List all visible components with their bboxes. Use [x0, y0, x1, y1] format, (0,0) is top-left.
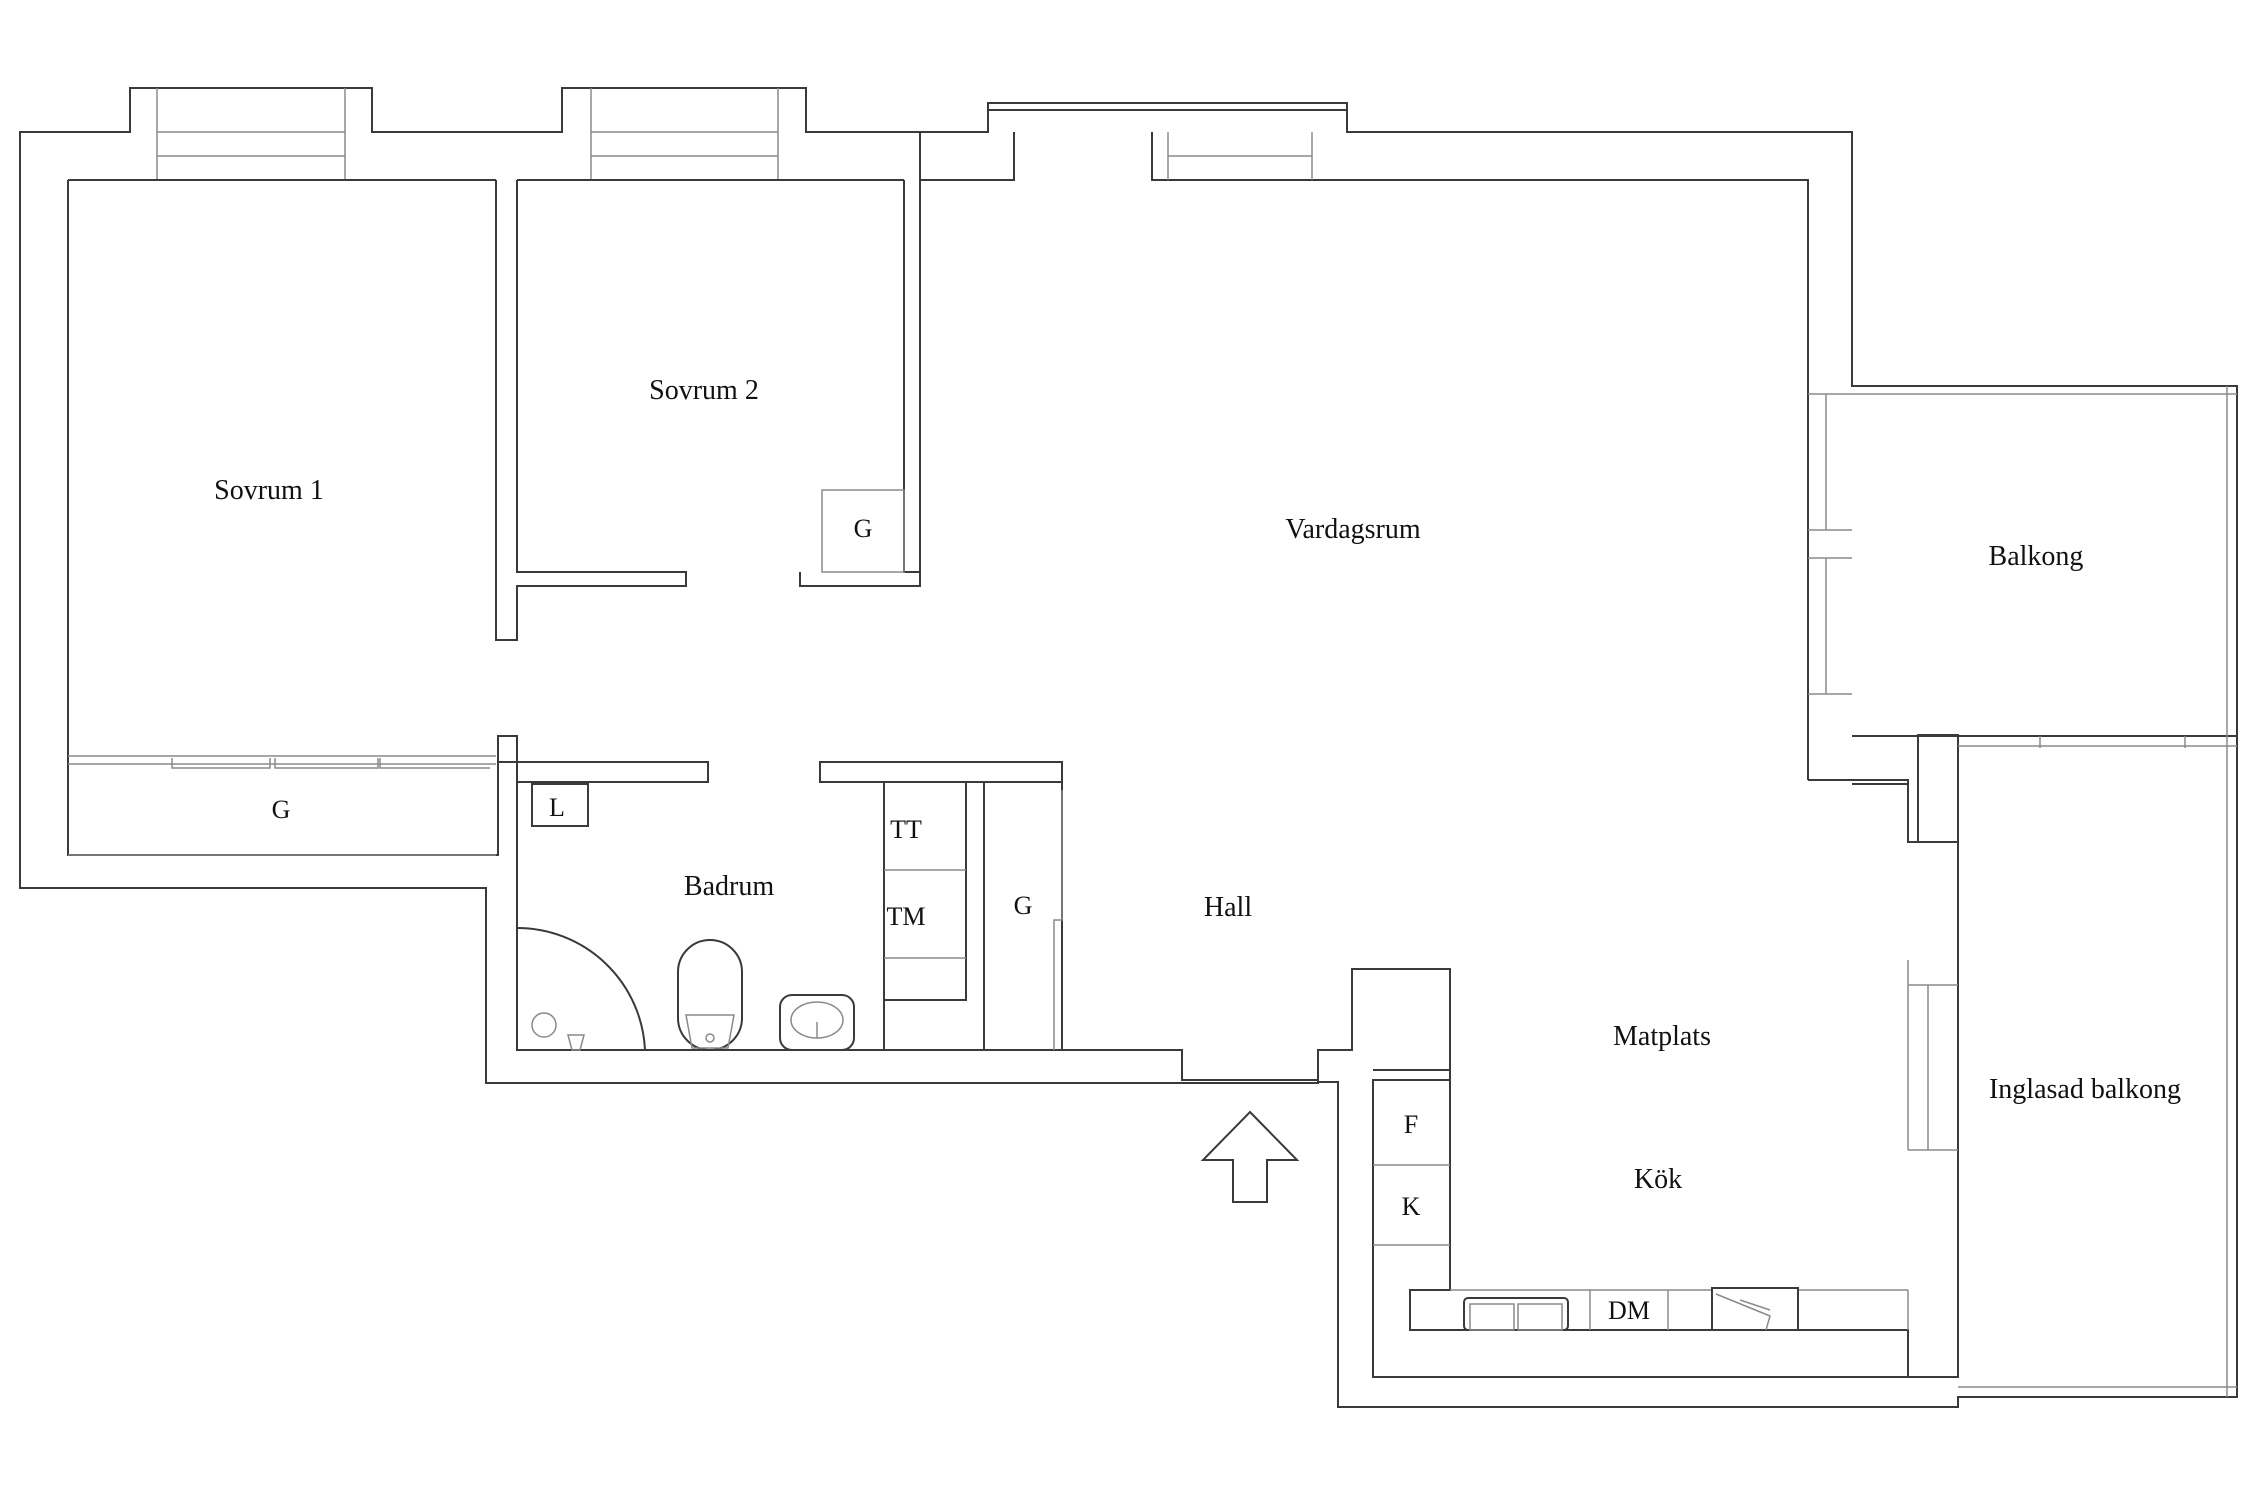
label-tt: TT	[890, 815, 922, 844]
label-vardagsrum: Vardagsrum	[1285, 514, 1421, 545]
label-f: F	[1404, 1110, 1418, 1139]
label-sovrum-1: Sovrum 1	[214, 475, 324, 506]
label-g-sovrum1: G	[272, 795, 291, 824]
kitchen-sink-icon	[1463, 1297, 1569, 1331]
label-g-hall: G	[1014, 891, 1033, 920]
label-kok: Kök	[1634, 1164, 1682, 1195]
shower-arc	[516, 926, 646, 1051]
drain-icon	[531, 1012, 557, 1038]
label-matplats: Matplats	[1613, 1021, 1711, 1052]
toilet-icon	[677, 939, 743, 1051]
label-k: K	[1402, 1192, 1421, 1221]
label-balkong: Balkong	[1989, 541, 2084, 572]
sink-icon	[779, 994, 855, 1051]
label-sovrum-2: Sovrum 2	[649, 375, 759, 406]
outer-walls	[19, 87, 2238, 1408]
label-hall: Hall	[1204, 892, 1252, 923]
label-dm: DM	[1608, 1296, 1650, 1325]
bathroom-fixtures	[516, 783, 855, 1051]
shower-tap-icon	[567, 1034, 585, 1051]
kitchen-fixtures	[1463, 1287, 1799, 1331]
stove-icon	[1711, 1287, 1799, 1331]
label-tm: TM	[887, 902, 926, 931]
entrance-arrow-icon	[1200, 1110, 1300, 1203]
label-g-sovrum2: G	[854, 514, 873, 543]
label-l: L	[549, 793, 565, 822]
label-inglasad-balkong: Inglasad balkong	[1989, 1074, 2181, 1105]
interior-walls	[68, 180, 2237, 1397]
label-badrum: Badrum	[684, 871, 774, 902]
